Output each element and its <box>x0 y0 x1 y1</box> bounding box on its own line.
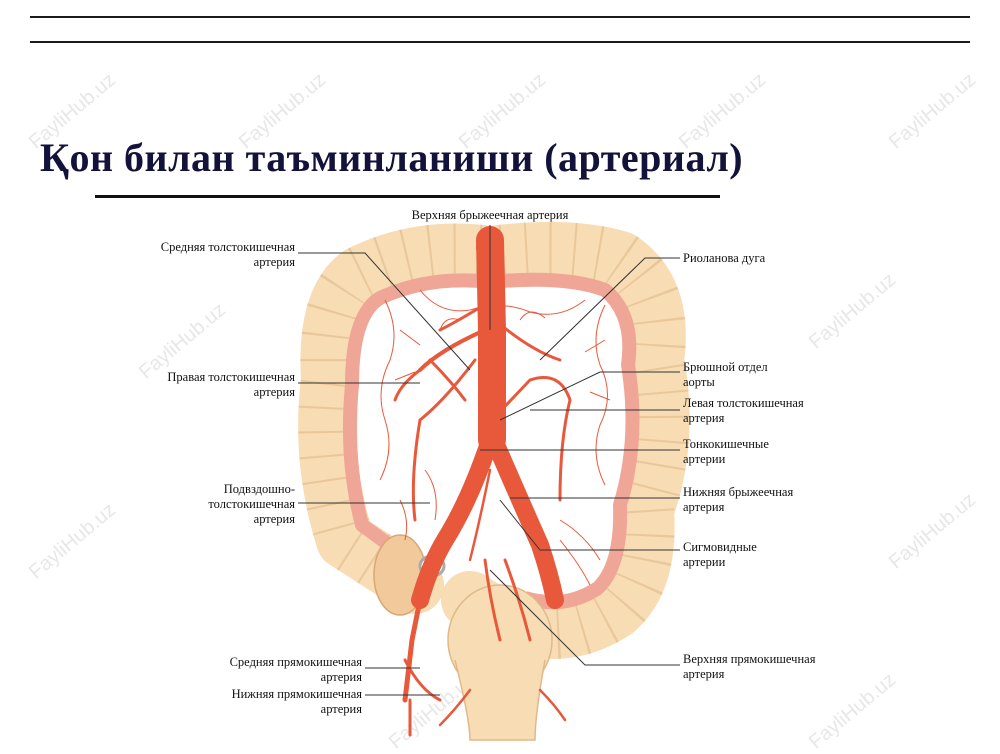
label-line: артерии <box>683 452 726 466</box>
label-line: артерия <box>320 670 362 684</box>
label-line: артерия <box>683 411 725 425</box>
label-line: артерии <box>683 555 726 569</box>
label-middle-colic-artery: Средняя толстокишечная артерия <box>60 240 295 270</box>
label-line: артерия <box>683 667 725 681</box>
vessel-network <box>379 289 611 586</box>
label-line: Брюшной отдел <box>683 360 768 374</box>
label-line: толстокишечная <box>208 497 295 511</box>
label-superior-rectal-artery: Верхняя прямокишечная артерия <box>683 652 815 682</box>
top-rule-1 <box>30 16 970 18</box>
label-riolan-arc: Риоланова дуга <box>683 251 765 266</box>
rectum <box>447 584 553 741</box>
label-line: артерия <box>253 512 295 526</box>
label-right-colic-artery: Правая толстокишечная артерия <box>60 370 295 400</box>
label-line: Сигмовидные <box>683 540 757 554</box>
title-underline <box>95 195 720 198</box>
label-line: артерия <box>253 385 295 399</box>
label-abdominal-aorta: Брюшной отдел аорты <box>683 360 768 390</box>
label-sigmoid-arteries: Сигмовидные артерии <box>683 540 757 570</box>
top-rule-2 <box>30 41 970 43</box>
label-line: артерия <box>253 255 295 269</box>
leader-lines <box>298 225 680 696</box>
label-line: артерия <box>683 500 725 514</box>
label-text: Риоланова дуга <box>683 251 766 265</box>
label-line: Верхняя прямокишечная <box>683 652 816 666</box>
label-line: Средняя прямокишечная <box>229 655 362 669</box>
page-title: Қон билан таъминланиши (артериал) <box>40 135 744 180</box>
colon <box>298 222 690 659</box>
label-line: артерия <box>320 702 362 716</box>
label-line: аорты <box>683 375 715 389</box>
label-superior-mesenteric-artery: Верхняя брыжеечная артерия <box>365 208 615 223</box>
label-inferior-mesenteric-artery: Нижняя брыжеечная артерия <box>683 485 793 515</box>
label-line: Левая толстокишечная <box>683 396 804 410</box>
label-line: Тонкокишечные <box>683 437 769 451</box>
label-line: Нижняя прямокишечная <box>231 687 362 701</box>
label-line: Средняя толстокишечная <box>160 240 295 254</box>
label-inferior-rectal-artery: Нижняя прямокишечная артерия <box>140 687 362 717</box>
label-left-colic-artery: Левая толстокишечная артерия <box>683 396 804 426</box>
label-ileocolic-artery: Подвздошно- толстокишечная артерия <box>160 482 295 527</box>
label-middle-rectal-artery: Средняя прямокишечная артерия <box>140 655 362 685</box>
label-text: Верхняя брыжеечная артерия <box>411 208 569 222</box>
label-small-intestinal-arteries: Тонкокишечные артерии <box>683 437 769 467</box>
label-line: Правая толстокишечная <box>167 370 295 384</box>
label-line: Подвздошно- <box>223 482 295 496</box>
label-line: Нижняя брыжеечная <box>683 485 794 499</box>
arteries <box>393 226 572 737</box>
